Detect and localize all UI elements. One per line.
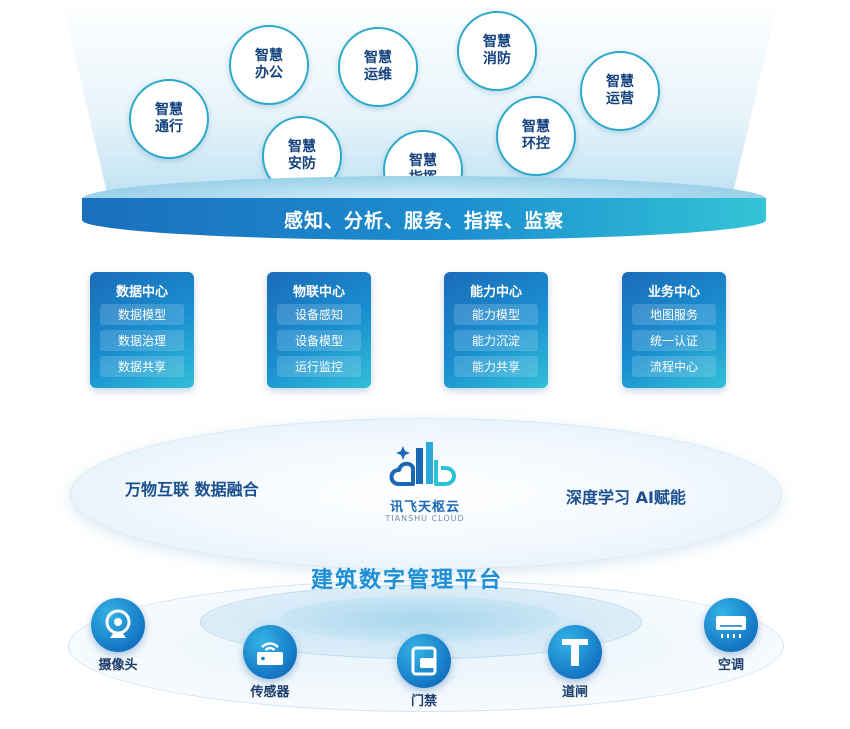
access-control-icon (411, 646, 437, 676)
logo-name: 讯飞天枢云 (389, 500, 460, 515)
card-item[interactable]: 能力共享 (454, 356, 538, 377)
barrier-gate-button[interactable] (548, 625, 602, 679)
card-item[interactable]: 运行监控 (277, 356, 361, 377)
card-item[interactable]: 统一认证 (632, 330, 716, 351)
capability-band: 感知、分析、服务、指挥、监察 (82, 198, 766, 240)
card-iot-center[interactable]: 物联中心 设备感知 设备模型 运行监控 (267, 272, 371, 388)
card-business-center[interactable]: 业务中心 地图服务 统一认证 流程中心 (622, 272, 726, 388)
air-conditioner-label: 空调 (717, 658, 744, 673)
access-control-button[interactable] (397, 634, 451, 688)
card-data-center[interactable]: 数据中心 数据模型 数据治理 数据共享 (90, 272, 194, 388)
card-title: 数据中心 (115, 285, 168, 300)
iot-fusion-text: 万物互联 数据融合 (125, 480, 259, 499)
card-item[interactable]: 数据共享 (100, 356, 184, 377)
card-title: 业务中心 (647, 285, 700, 300)
card-item[interactable]: 设备感知 (277, 304, 361, 325)
tianshu-cloud-logo (385, 440, 465, 496)
module-smart-office[interactable]: 智慧 办公 (229, 25, 309, 105)
card-item[interactable]: 地图服务 (632, 304, 716, 325)
camera-icon (105, 609, 131, 638)
platform-title: 建筑数字管理平台 (311, 568, 504, 593)
sensor-icon (257, 642, 283, 665)
card-capability-center[interactable]: 能力中心 能力模型 能力沉淀 能力共享 (444, 272, 548, 388)
card-item[interactable]: 数据模型 (100, 304, 184, 325)
camera-button[interactable] (91, 598, 145, 652)
logo-subtitle: TIANSHU CLOUD (385, 514, 465, 523)
module-smart-access[interactable]: 智慧 通行 (129, 79, 209, 159)
card-title: 能力中心 (469, 285, 522, 300)
card-item[interactable]: 流程中心 (632, 356, 716, 377)
sensor-button[interactable] (243, 625, 297, 679)
camera-label: 摄像头 (98, 658, 138, 673)
card-item[interactable]: 数据治理 (100, 330, 184, 351)
sensor-label: 传感器 (250, 685, 290, 700)
barrier-gate-label: 道闸 (561, 685, 588, 700)
card-item[interactable]: 设备模型 (277, 330, 361, 351)
air-conditioner-button[interactable] (704, 598, 758, 652)
module-smart-environment[interactable]: 智慧 环控 (496, 96, 576, 176)
barrier-gate-icon (562, 639, 588, 666)
cloud-logo-icon (389, 442, 456, 486)
ai-empower-text: 深度学习 AI赋能 (566, 488, 686, 507)
module-smart-fire[interactable]: 智慧 消防 (457, 11, 537, 91)
module-smart-ops[interactable]: 智慧 运维 (338, 27, 418, 107)
access-control-label: 门禁 (410, 694, 437, 709)
card-item[interactable]: 能力模型 (454, 304, 538, 325)
capability-band-label: 感知、分析、服务、指挥、监察 (283, 209, 564, 232)
module-smart-operation[interactable]: 智慧 运营 (580, 51, 660, 131)
card-item[interactable]: 能力沉淀 (454, 330, 538, 351)
air-conditioner-icon (716, 616, 746, 638)
card-title: 物联中心 (292, 285, 345, 300)
